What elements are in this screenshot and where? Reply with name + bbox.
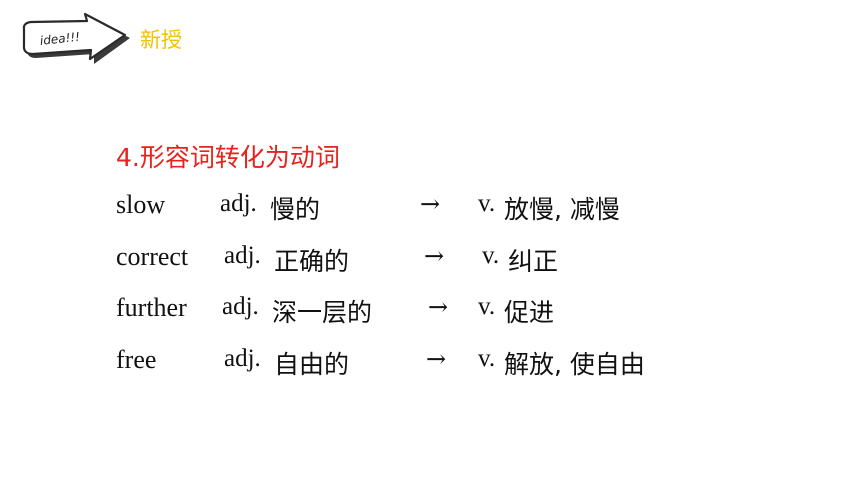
- right-arrow-icon: →: [424, 242, 445, 270]
- verb-label: v.: [478, 345, 496, 372]
- right-arrow-icon: →: [426, 345, 447, 373]
- vocab-row: further adj. 深一层的 → v. 促进: [0, 293, 860, 333]
- lesson-heading: 4.形容词转化为动词: [116, 143, 340, 172]
- vocab-word: further: [116, 293, 187, 322]
- adj-label: adj.: [224, 345, 261, 372]
- vocab-word: free: [116, 345, 157, 374]
- adj-label: adj.: [220, 190, 257, 217]
- adj-label: adj.: [222, 293, 259, 320]
- adj-meaning: 正确的: [274, 247, 350, 276]
- verb-meaning: 促进: [504, 298, 555, 327]
- right-arrow-icon: →: [428, 293, 449, 321]
- verb-label: v.: [478, 293, 496, 320]
- adj-meaning: 慢的: [270, 195, 321, 224]
- right-arrow-icon: →: [420, 190, 441, 218]
- vocab-word: slow: [116, 190, 166, 219]
- vocab-word: correct: [116, 242, 189, 271]
- adj-label: adj.: [224, 242, 261, 269]
- adj-meaning: 自由的: [274, 350, 350, 379]
- idea-badge: idea!!!: [18, 12, 134, 68]
- verb-label: v.: [482, 242, 500, 269]
- vocab-row: correct adj. 正确的 → v. 纠正: [0, 242, 860, 282]
- idea-arrow-icon: idea!!!: [22, 12, 131, 64]
- vocab-row: free adj. 自由的 → v. 解放, 使自由: [0, 345, 860, 385]
- verb-meaning: 纠正: [508, 247, 559, 276]
- vocab-row: slow adj. 慢的 → v. 放慢, 减慢: [0, 190, 860, 230]
- idea-badge-text: idea!!!: [39, 30, 80, 48]
- adj-meaning: 深一层的: [272, 298, 373, 327]
- verb-meaning: 放慢, 减慢: [504, 195, 620, 224]
- verb-label: v.: [478, 190, 496, 217]
- verb-meaning: 解放, 使自由: [504, 350, 645, 379]
- section-label: 新授: [140, 28, 182, 52]
